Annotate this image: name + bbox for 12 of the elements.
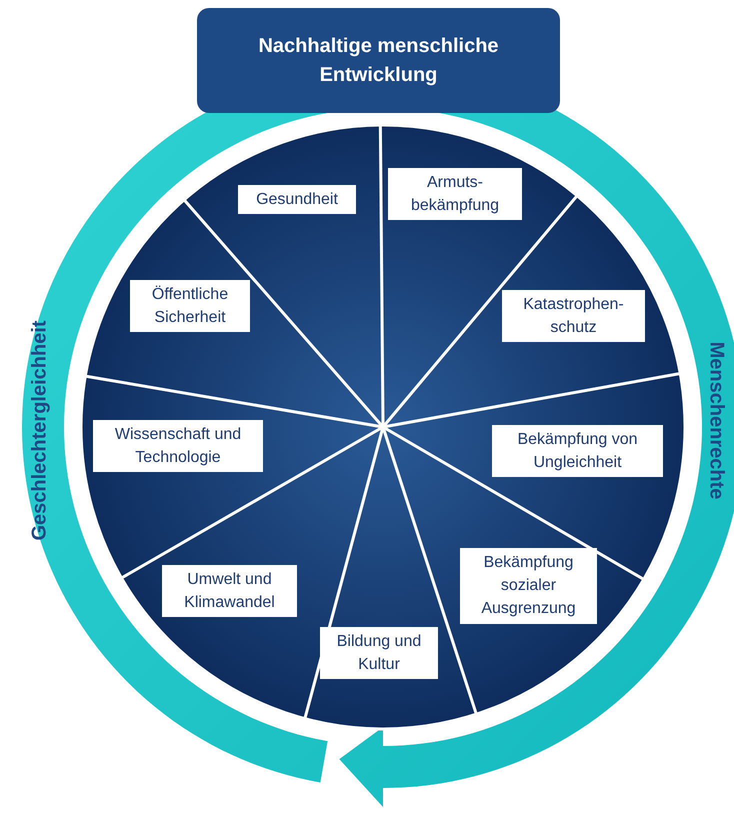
- category-label: Bekämpfung sozialer Ausgrenzung: [460, 548, 597, 624]
- category-label: Armuts-bekämpfung: [388, 168, 522, 220]
- category-label: Wissenschaft und Technologie: [93, 420, 263, 472]
- category-label: Umwelt und Klimawandel: [162, 565, 297, 618]
- ring-label: Menschenrechte: [704, 341, 728, 499]
- category-label: Bekämpfung von Ungleichheit: [492, 425, 663, 478]
- category-label: Bildung und Kultur: [320, 627, 438, 680]
- ring-label: Geschlechtergleichheit: [28, 320, 52, 540]
- category-label: Gesundheit: [238, 185, 356, 214]
- category-label: Katastrophen-schutz: [502, 290, 645, 342]
- category-label: Öffentliche Sicherheit: [130, 280, 250, 332]
- title-box: Nachhaltige menschliche Entwicklung: [197, 8, 560, 113]
